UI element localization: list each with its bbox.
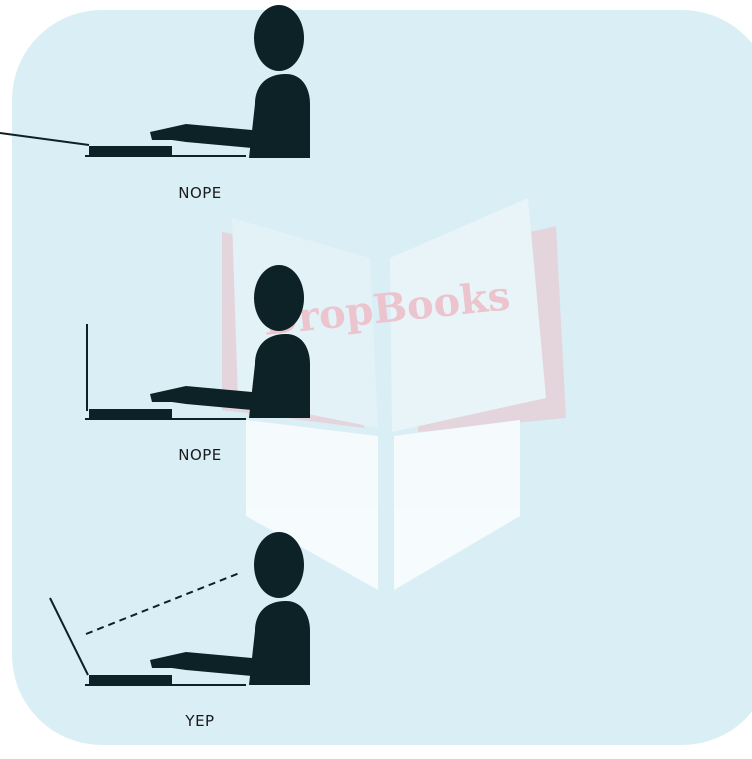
- person-silhouette: [249, 532, 310, 685]
- laptop-base: [89, 409, 172, 418]
- laptop-base: [89, 675, 172, 684]
- posture-figure-3: [50, 532, 310, 685]
- posture-figure-1: [0, 5, 310, 158]
- arm: [150, 652, 252, 676]
- posture-figure-2: [85, 265, 310, 419]
- laptop-base: [89, 146, 172, 155]
- laptop-lid: [0, 133, 89, 145]
- caption-3: YEP: [140, 712, 260, 730]
- arm: [150, 124, 252, 148]
- person-silhouette: [249, 5, 310, 158]
- caption-2: NOPE: [140, 446, 260, 464]
- caption-1: NOPE: [140, 184, 260, 202]
- laptop-lid: [50, 598, 88, 675]
- sight-line: [86, 572, 242, 634]
